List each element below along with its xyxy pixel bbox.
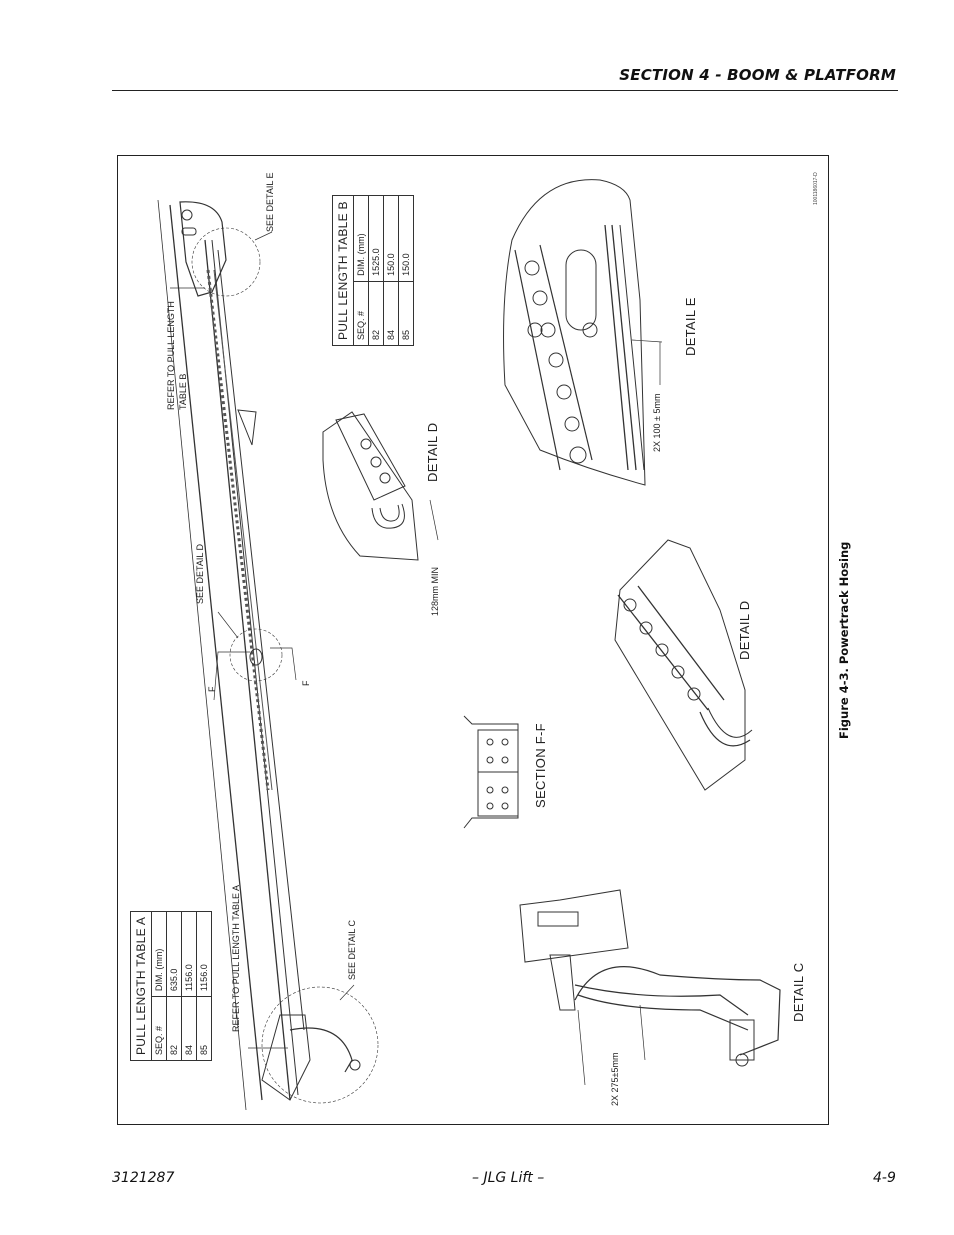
detail-e-callout (191, 227, 261, 297)
detail-e-title: DETAIL E (683, 297, 698, 356)
header-rule (112, 90, 898, 91)
dim-275-dimension: 2X 275±5mm (610, 1052, 620, 1106)
drawing-number: 1001186017-D (813, 172, 819, 205)
detail-c-title: DETAIL C (791, 962, 806, 1022)
detail-e-view (503, 179, 663, 486)
see-detail-c-label: SEE DETAIL C (347, 919, 357, 980)
publisher: – JLG Lift – (472, 1170, 545, 1186)
table-a-title: PULL LENGTH TABLE A (130, 911, 152, 1061)
page-number: 4-9 (873, 1170, 896, 1186)
table-b-title: PULL LENGTH TABLE B (332, 195, 354, 346)
detail-d-upper-view (322, 411, 439, 561)
section-ff-view (463, 715, 519, 829)
see-detail-d-label: SEE DETAIL D (195, 543, 205, 604)
detail-c-callout (261, 986, 379, 1104)
detail-c-view (519, 889, 781, 1086)
min-128-dimension: 128mm MIN (430, 566, 440, 616)
see-detail-e-label: SEE DETAIL E (265, 172, 275, 232)
table-b-header-seq: SEQ. # (353, 281, 369, 346)
table-a-header-dim: DIM. (mm) (151, 911, 167, 997)
doc-number: 3121287 (112, 1170, 175, 1186)
figure-frame (117, 155, 829, 1125)
refer-table-a-label: REFER TO PULL LENGTH TABLE A (231, 884, 241, 1032)
section-header: SECTION 4 - BOOM & PLATFORM (619, 66, 896, 84)
table-b-header-dim: DIM. (mm) (353, 195, 369, 282)
section-f-left-label: F (207, 686, 217, 693)
detail-d-callout (229, 628, 283, 682)
section-ff-title: SECTION F-F (533, 723, 548, 808)
dim-100-dimension: 2X 100 ± 5mm (652, 393, 662, 452)
detail-d-lower-view (614, 539, 753, 791)
table-a-header-seq: SEQ. # (151, 996, 167, 1061)
section-f-right-label: F (301, 680, 311, 687)
refer-table-b-label: REFER TO PULL LENGTH (166, 301, 176, 410)
refer-table-b-label-2: TABLE B (178, 373, 188, 410)
detail-d-lower-title: DETAIL D (737, 600, 752, 660)
boom-assembly (157, 199, 361, 1111)
figure-caption: Figure 4-3. Powertrack Hosing (837, 541, 851, 739)
detail-d-upper-title: DETAIL D (425, 422, 440, 482)
